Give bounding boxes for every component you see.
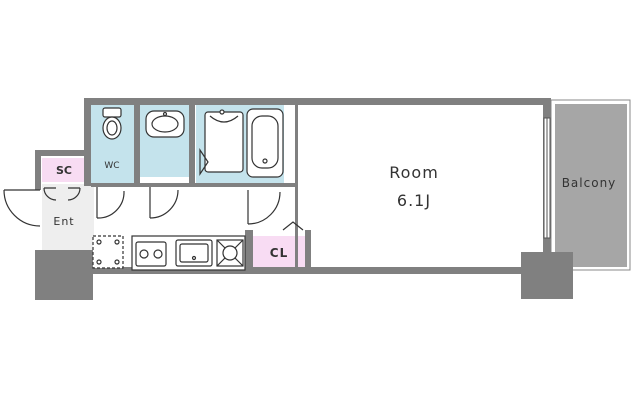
bathtub-icon — [246, 108, 284, 178]
washing-machine-icon — [216, 239, 244, 267]
wc-label: WC — [104, 161, 119, 171]
balcony-label: Balcony — [562, 176, 617, 190]
cl-label: CL — [270, 246, 288, 260]
entrance-floor — [42, 184, 94, 252]
balcony-floor — [555, 104, 627, 267]
sc-area — [42, 158, 87, 182]
washroom-door — [149, 187, 179, 219]
room-name-label: Room — [389, 163, 439, 182]
sc-label: SC — [56, 164, 72, 177]
sink-icon — [204, 109, 244, 173]
entrance-door — [3, 189, 41, 227]
ent-label: Ent — [53, 215, 74, 228]
washbasin-icon — [145, 110, 185, 138]
doors — [3, 148, 304, 231]
bath-door — [247, 190, 281, 225]
fridge-icon — [92, 235, 124, 269]
wc-door — [96, 187, 125, 219]
balcony-window — [543, 117, 551, 239]
kitchen-sink-icon — [175, 239, 213, 267]
room-size-label: 6.1J — [397, 191, 431, 210]
kitchen-counter — [131, 235, 246, 271]
sc-door — [43, 187, 81, 201]
stove-icon — [135, 241, 167, 267]
toilet-icon — [102, 107, 122, 140]
